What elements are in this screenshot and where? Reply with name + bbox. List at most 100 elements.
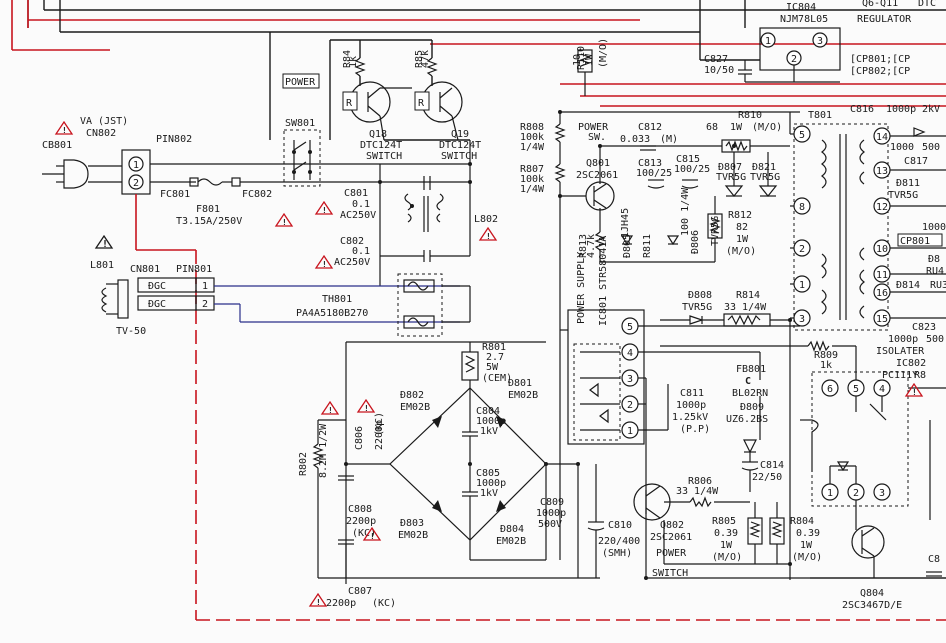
warning-icon: ! <box>478 226 498 241</box>
d807-label: Ð807 <box>718 162 742 173</box>
r805-label: R805 <box>712 516 736 527</box>
c802-rating: AC250V <box>334 257 370 268</box>
d801-part: EM02B <box>508 390 538 401</box>
c801-value: 0.1 <box>352 199 370 210</box>
r804-value2: 1W <box>800 540 813 551</box>
c816-rating: 2kV <box>922 104 940 115</box>
r808-label: R808 <box>520 122 544 133</box>
q804-part: 2SC3467D/E <box>842 600 902 611</box>
t801-pin13: 13 <box>876 166 888 177</box>
c808-label: C808 <box>348 504 372 515</box>
va-jst-label: VA (JST) <box>80 116 128 127</box>
d805-part: 1JH45 <box>620 208 631 238</box>
r811-label: R811 <box>642 234 653 258</box>
c8x-label: C8 <box>928 554 940 565</box>
r812-value1: 82 <box>736 222 748 233</box>
power-supply-label: POWER SUPPLY <box>576 252 587 324</box>
r84-value: 1k <box>348 56 359 68</box>
c811-value2: 1.25kV <box>672 412 708 423</box>
r807-label: R807 <box>520 164 544 175</box>
r802-value: 8.2M 1/2W <box>318 423 329 478</box>
ru4-label: RU4 <box>926 266 944 277</box>
q801-label: Q801 <box>586 158 610 169</box>
fc802-label: FC802 <box>242 189 272 200</box>
cn801-pin1: 1 <box>202 281 208 292</box>
r814-value: 33 1/4W <box>724 302 767 313</box>
ic802-pin2: 2 <box>853 488 859 499</box>
c823-rating: 500 <box>926 334 944 345</box>
c804-value2: 1kV <box>480 426 498 437</box>
c823-value: 1000p <box>888 334 918 345</box>
r812-value3: (M/O) <box>726 246 756 257</box>
r810-type: (M/O) <box>752 122 782 133</box>
d802-part: EM02B <box>400 402 430 413</box>
q6-q11-label: Q6-Q11 <box>862 0 898 9</box>
t801-pin1: 1 <box>799 280 805 291</box>
junction-dots <box>344 144 792 580</box>
c806-label: C806 <box>354 426 365 450</box>
secondary-pins: 14 13 12 10 11 16 15 <box>873 127 891 327</box>
q802-part: 2SC2061 <box>650 532 692 543</box>
r801-value3: (CEM) <box>482 373 512 384</box>
c827-value: 10/50 <box>704 65 734 76</box>
r801-value2: 5W <box>486 362 499 373</box>
isolater-label: ISOLATER <box>876 346 925 357</box>
r814-label: R814 <box>736 290 760 301</box>
sw801-power-switch: POWER SW801 <box>282 73 321 187</box>
c815-value: 100/25 <box>674 164 710 175</box>
ic804-label: IC804 <box>786 2 816 13</box>
q18-label: Q18 <box>369 129 387 140</box>
main-filter-caps: C809 1000p 500V C810 220/400 (SMH) <box>536 330 640 578</box>
t801-pin14: 14 <box>876 132 888 143</box>
d803-part: EM02B <box>398 530 428 541</box>
c802-value: 0.1 <box>352 246 370 257</box>
ic801-label: IC801 STR58041A <box>598 236 609 326</box>
ic802-pin5: 5 <box>853 384 859 395</box>
warning-mark: ! <box>328 406 333 415</box>
snubber-feedback: Ð808 TVR5G R814 33 1/4W FB801 BL02RN C C… <box>660 290 790 492</box>
c811-value3: (P.P) <box>680 424 710 435</box>
power-sw-label: POWER <box>578 122 609 133</box>
cp801-label: CP801 <box>900 236 930 247</box>
dgc-2: ÐGC <box>148 299 166 310</box>
c814-value: 22/50 <box>752 472 782 483</box>
primary-pins: 5 8 2 1 3 <box>793 125 811 327</box>
c812-value: 0.033 <box>620 134 650 145</box>
q802-label: Q802 <box>660 520 684 531</box>
warning-mark: ! <box>322 206 327 215</box>
q19-label: Q19 <box>451 129 469 140</box>
t801-label: T801 <box>808 110 832 121</box>
d8x-label: Ð8 <box>928 254 940 265</box>
ic801-pin3: 3 <box>627 374 633 385</box>
r805-value3: (M/O) <box>712 552 742 563</box>
ic804-part: NJM78L05 <box>780 14 828 25</box>
r802-label: R802 <box>298 452 309 476</box>
r110-value3: (M/O) <box>598 38 609 68</box>
t801-pin15: 15 <box>876 314 888 325</box>
t801-pin16: 16 <box>876 288 888 299</box>
th801-part: PA4A5180B270 <box>296 308 368 319</box>
c814-label: C814 <box>760 460 784 471</box>
d821-part: TVR5G <box>750 172 780 183</box>
pin802-label: PIN802 <box>156 134 192 145</box>
ic802-pin6: 6 <box>827 384 833 395</box>
safety-warning-symbols: ! ! ! ! ! ! ! ! <box>54 120 924 607</box>
ic801-power-supply: POWER SUPPLY IC801 STR58041A 5 4 3 2 1 <box>560 236 800 578</box>
warning-icon: ! <box>904 382 924 397</box>
warning-icon: ! <box>314 254 334 269</box>
t801-pin5: 5 <box>799 130 805 141</box>
c805-value2: 1kV <box>480 488 498 499</box>
r801-value1: 2.7 <box>486 352 504 363</box>
q18-r-symbol: R <box>346 98 353 109</box>
ic802-label: IC802 <box>896 358 926 369</box>
warning-icon: ! <box>308 592 328 607</box>
r84-label: R84 <box>342 50 353 68</box>
warning-mark: ! <box>912 388 917 397</box>
ic804-pin3: 3 <box>817 36 823 47</box>
t801-pin8: 8 <box>799 202 805 213</box>
c801-label: C801 <box>344 188 368 199</box>
c816-sec-value: 1000 <box>890 142 914 153</box>
c816-label: C816 <box>850 104 874 115</box>
d801-label: Ð801 <box>508 378 532 389</box>
